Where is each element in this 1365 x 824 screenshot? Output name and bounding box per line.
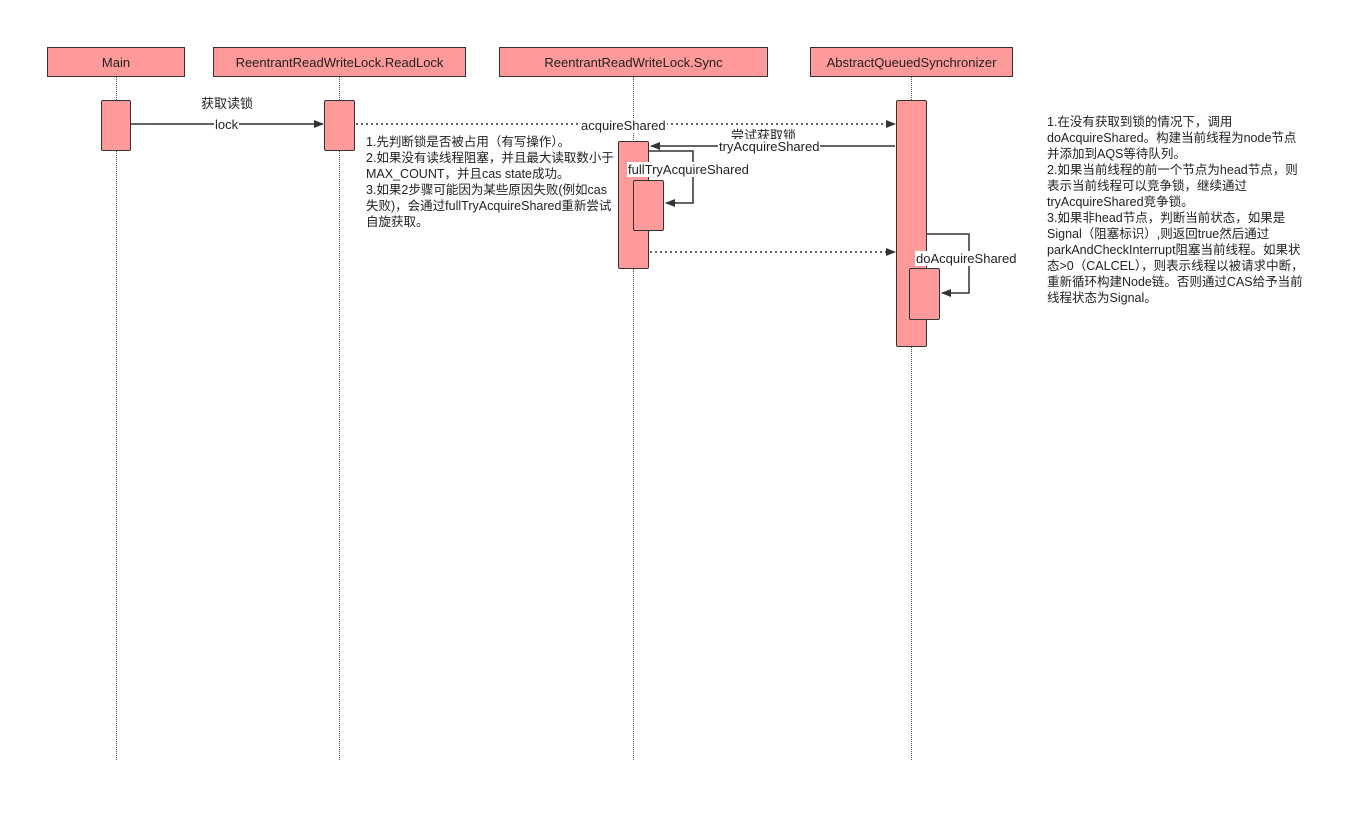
note-aqs: 1.在没有获取到锁的情况下，调用doAcquireShared。构建当前线程为n… <box>1047 115 1304 305</box>
participant-main: Main <box>47 47 185 77</box>
lifeline-sync <box>633 77 634 760</box>
participant-sync: ReentrantReadWriteLock.Sync <box>499 47 768 77</box>
label-do-acquire-shared: doAcquireShared <box>915 251 1018 266</box>
activation-readlock <box>324 100 355 151</box>
activation-main <box>101 100 131 151</box>
activation-sync-nested <box>633 180 664 231</box>
label-full-try-acquire-shared: fullTryAcquireShared <box>627 162 750 177</box>
label-try-acquire-shared: tryAcquireShared <box>718 139 821 154</box>
lifeline-readlock <box>339 77 340 760</box>
note-sync: 1.先判断锁是否被占用（有写操作）。 2.如果没有读线程阻塞，并且最大读取数小于… <box>366 135 614 229</box>
participant-aqs: AbstractQueuedSynchronizer <box>810 47 1013 77</box>
label-acquire-read-lock: 获取读锁 <box>201 96 254 111</box>
label-acquire-shared: acquireShared <box>580 118 667 133</box>
label-lock: lock <box>214 117 240 132</box>
lifeline-aqs <box>911 77 912 760</box>
participant-readlock: ReentrantReadWriteLock.ReadLock <box>213 47 466 77</box>
lifeline-main <box>116 77 117 760</box>
activation-aqs-nested <box>909 268 940 320</box>
arrow-full-try-acquire-shared <box>649 150 694 207</box>
